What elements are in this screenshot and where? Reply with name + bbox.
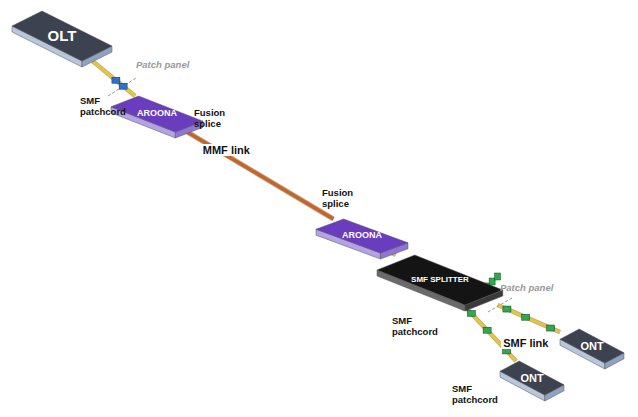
box-top xyxy=(316,219,408,253)
fiber-outline xyxy=(463,305,516,361)
annotation-label: SMF patchcord xyxy=(80,96,132,118)
annotation-label: Fusion splice xyxy=(322,188,366,210)
link-label: MMF link xyxy=(201,144,252,156)
device-box: AROONA xyxy=(316,219,408,253)
annotation-label: Patch panel xyxy=(500,283,553,294)
box-top xyxy=(377,255,503,305)
splitter-port xyxy=(495,273,501,280)
device-label: AROONA xyxy=(342,231,382,241)
fiber-connector xyxy=(112,77,120,83)
patch-panel-marks xyxy=(108,78,512,312)
fiber-connector xyxy=(547,325,555,331)
annotation-label: Fusion splice xyxy=(194,108,238,130)
fiber-connector xyxy=(467,310,475,316)
patch-panel-line xyxy=(108,78,136,96)
annotation-label: Patch panel xyxy=(136,60,189,71)
device-box: SMF SPLITTER xyxy=(377,255,503,305)
fiber-connector xyxy=(483,327,491,333)
fiber-link xyxy=(92,61,135,96)
fiber-connector xyxy=(119,83,127,89)
device-label: SMF SPLITTER xyxy=(411,276,469,285)
device-label: OLT xyxy=(48,28,77,45)
device-box: ONT xyxy=(500,361,564,395)
fiber-outline xyxy=(187,132,333,219)
fiber-outline xyxy=(498,305,560,332)
box-top xyxy=(12,11,112,61)
box-top xyxy=(560,329,624,363)
fiber-link xyxy=(187,132,333,219)
splitter-port xyxy=(489,278,495,285)
annotation-label: SMF patchcord xyxy=(392,316,444,338)
device-box: ONT xyxy=(560,329,624,363)
box-top xyxy=(500,361,564,395)
fiber-connector xyxy=(503,306,511,312)
link-label: SMF link xyxy=(501,337,550,349)
fiber-connector xyxy=(522,314,530,320)
device-label: ONT xyxy=(580,340,603,352)
fiber-link xyxy=(498,305,560,332)
device-label: ONT xyxy=(520,372,543,384)
device-box: OLT xyxy=(12,11,112,61)
device-label: AROONA xyxy=(137,109,177,119)
fiber-outline xyxy=(92,61,135,96)
fiber-link xyxy=(463,305,516,361)
annotation-label: SMF patchcord xyxy=(452,384,504,406)
